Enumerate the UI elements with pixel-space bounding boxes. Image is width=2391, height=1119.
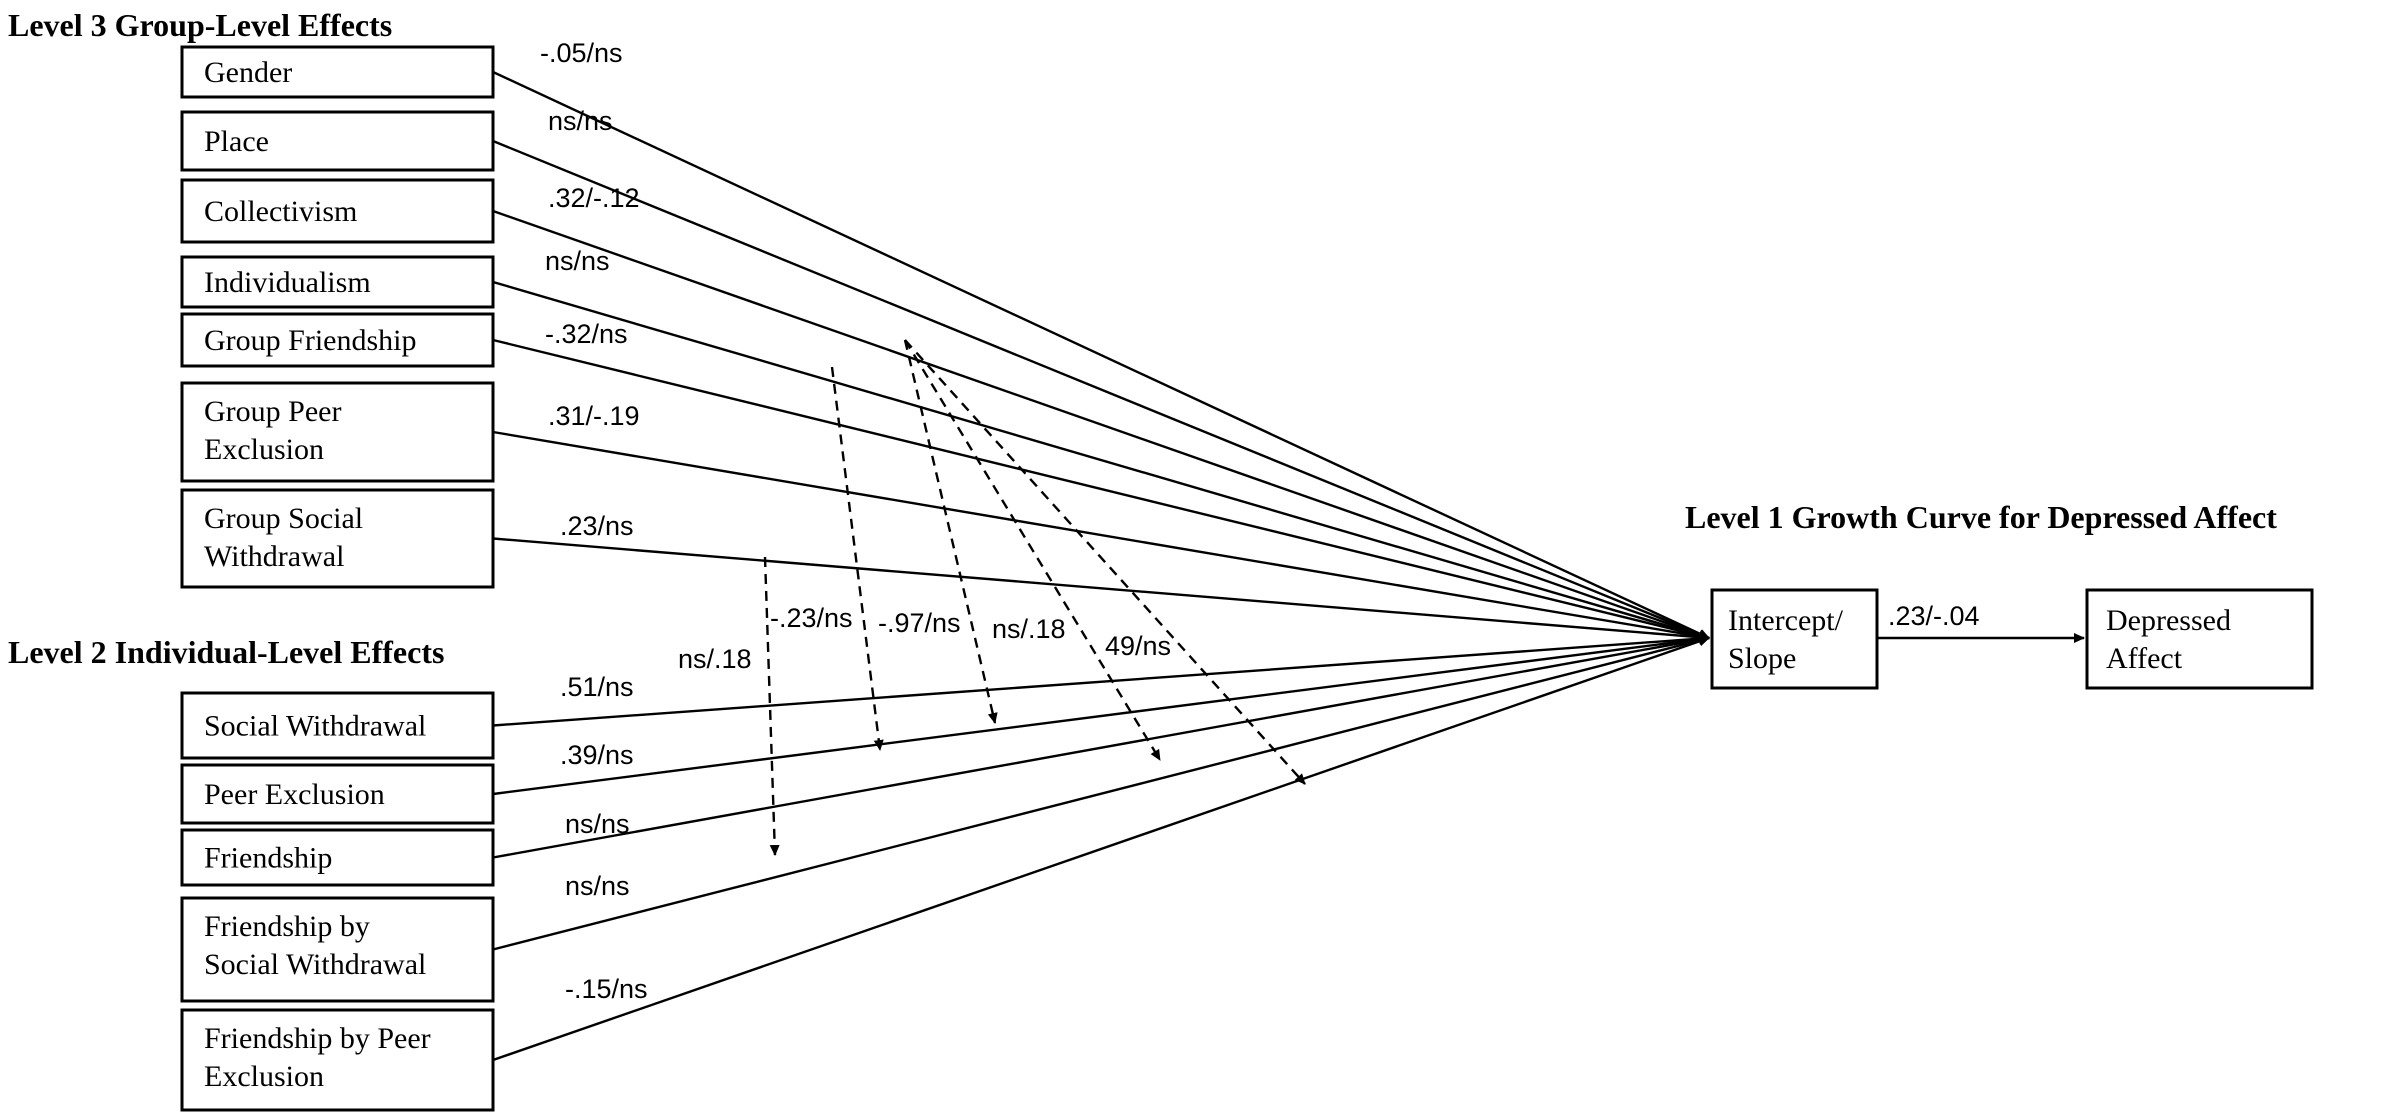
level3-path-1 xyxy=(492,70,1710,640)
paths-layer: -.05/ns ns/ns .32/-.12 ns/ns -.32/ns .31/-.19… xyxy=(492,38,1710,1062)
level1-heading: Level 1 Growth Curve for Depressed Affec… xyxy=(1685,499,2277,535)
level3-path-coefficient: ns/ns xyxy=(545,246,610,276)
level3-heading: Level 3 Group-Level Effects xyxy=(8,7,392,43)
level2-path-coefficient: ns/ns xyxy=(565,871,630,901)
interaction-label: -.23/ns xyxy=(770,603,853,633)
level2-label: Friendship by Peer xyxy=(204,1022,431,1055)
level3-path-2 xyxy=(492,139,1710,640)
level2-box-4: Friendship by Social Withdrawal xyxy=(180,896,495,1003)
level3-label: Place xyxy=(204,125,269,158)
level3-box-5: Group Friendship xyxy=(180,312,495,368)
level3-label: Withdrawal xyxy=(204,540,344,573)
level3-box-2: Place xyxy=(180,110,495,172)
interaction-label: -.97/ns xyxy=(878,608,961,638)
intercept-slope-node: Intercept/ Slope xyxy=(1710,588,1879,690)
level3-path-coefficient: ns/ns xyxy=(548,106,613,136)
level2-label: Exclusion xyxy=(204,1060,324,1093)
level3-path-4 xyxy=(492,280,1710,640)
level3-label: Group Peer xyxy=(204,395,341,428)
level3-path-coefficient: .23/ns xyxy=(560,511,634,541)
level3-box-4: Individualism xyxy=(180,255,495,309)
level2-label: Social Withdrawal xyxy=(204,948,426,981)
depressed-affect-line-1: Depressed xyxy=(2106,604,2231,637)
level3-label: Exclusion xyxy=(204,433,324,466)
level2-path-coefficient: -.15/ns xyxy=(565,974,648,1004)
level3-path-3 xyxy=(492,209,1710,640)
interaction-label: 49/ns xyxy=(1105,631,1171,661)
level2-path-coefficient: .51/ns xyxy=(560,672,634,702)
level2-path-2 xyxy=(492,634,1710,796)
level3-path-7 xyxy=(492,537,1710,643)
level2-label: Friendship xyxy=(204,842,332,875)
level3-box-1: Gender xyxy=(180,45,495,99)
level3-label: Collectivism xyxy=(204,195,357,228)
level3-box-3: Collectivism xyxy=(180,178,495,244)
outcome-path-coefficient: .23/-.04 xyxy=(1888,601,1980,631)
level3-predictors: GenderPlaceCollectivismIndividualismGrou… xyxy=(180,45,495,589)
interaction-arrow-3 xyxy=(903,339,998,724)
intercept-slope-line-1: Intercept/ xyxy=(1728,604,1844,637)
level3-label: Group Social xyxy=(204,502,363,535)
level3-label: Group Friendship xyxy=(204,324,417,357)
level3-label: Gender xyxy=(204,56,292,89)
interaction-label: ns/.18 xyxy=(992,614,1066,644)
level2-heading: Level 2 Individual-Level Effects xyxy=(8,634,444,670)
level3-path-6 xyxy=(492,430,1710,642)
level3-path-coefficient: .31/-.19 xyxy=(548,401,640,431)
interaction-arrow-4 xyxy=(903,339,1162,761)
depressed-affect-node: Depressed Affect xyxy=(2085,588,2314,690)
interaction-paths-layer: ns/.18 -.23/ns -.97/ns ns/.18 49/ns xyxy=(678,339,1306,856)
level2-path-4 xyxy=(492,635,1710,951)
level2-label: Social Withdrawal xyxy=(204,710,426,743)
level2-label: Peer Exclusion xyxy=(204,778,385,811)
level2-box-1: Social Withdrawal xyxy=(180,691,495,760)
level3-path-coefficient: -.05/ns xyxy=(540,38,623,68)
level3-path-coefficient: .32/-.12 xyxy=(548,183,640,213)
level3-path-coefficient: -.32/ns xyxy=(545,319,628,349)
level2-box-3: Friendship xyxy=(180,828,495,887)
interaction-arrow-2 xyxy=(830,366,884,751)
interaction-label: ns/.18 xyxy=(678,644,752,674)
level2-path-5 xyxy=(492,636,1710,1062)
interaction-arrow-5 xyxy=(904,339,1306,785)
depressed-affect-line-2: Affect xyxy=(2106,642,2183,675)
level2-path-coefficient: .39/ns xyxy=(560,740,634,770)
level3-label: Individualism xyxy=(204,266,371,299)
level3-path-5 xyxy=(492,338,1710,641)
level2-label: Friendship by xyxy=(204,910,370,943)
level2-path-3 xyxy=(492,634,1710,859)
level2-box-2: Peer Exclusion xyxy=(180,763,495,825)
intercept-slope-line-2: Slope xyxy=(1728,642,1796,675)
level2-path-1 xyxy=(492,633,1710,727)
level2-path-coefficient: ns/ns xyxy=(565,809,630,839)
